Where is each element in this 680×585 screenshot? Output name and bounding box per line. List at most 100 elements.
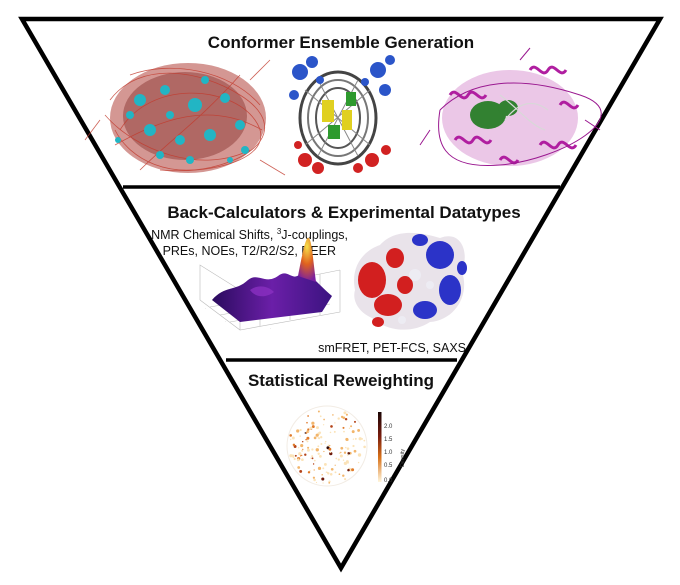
density-point bbox=[346, 447, 350, 450]
electrostatic-surface-image bbox=[354, 232, 467, 330]
density-point bbox=[342, 426, 345, 429]
density-point bbox=[311, 425, 315, 429]
density-colorbar: 2.0 1.5 1.0 0.5 0.0 Density bbox=[378, 412, 406, 484]
nmr-datatypes-line1: NMR Chemical Shifts, 3J-couplings, bbox=[151, 227, 348, 242]
density-point bbox=[322, 482, 324, 484]
density-point bbox=[293, 457, 296, 461]
section-title-back-calculators: Back-Calculators & Experimental Datatype… bbox=[167, 203, 520, 222]
density-point bbox=[343, 411, 347, 415]
density-point bbox=[347, 468, 350, 472]
density-point bbox=[301, 458, 304, 462]
density-point bbox=[345, 460, 349, 463]
density-point bbox=[306, 421, 308, 424]
colorbar-tick: 0.5 bbox=[384, 463, 393, 469]
density-point bbox=[316, 426, 319, 430]
svg-text:·: · bbox=[270, 326, 271, 331]
density-point bbox=[345, 413, 348, 416]
density-point bbox=[342, 416, 346, 420]
density-point bbox=[345, 446, 347, 449]
density-point bbox=[290, 438, 292, 441]
density-point bbox=[335, 457, 338, 460]
density-point bbox=[307, 446, 310, 449]
density-point bbox=[315, 481, 318, 484]
density-point bbox=[319, 455, 322, 458]
density-point bbox=[320, 436, 323, 439]
density-point bbox=[343, 430, 345, 433]
density-point bbox=[317, 437, 319, 439]
density-point bbox=[361, 438, 364, 440]
density-point bbox=[334, 464, 336, 466]
density-point bbox=[317, 452, 320, 455]
colorbar-ticks: 2.0 1.5 1.0 0.5 0.0 bbox=[384, 424, 393, 484]
colorbar-tick: 2.0 bbox=[384, 424, 393, 430]
density-point bbox=[324, 440, 327, 443]
colorbar-label: Density bbox=[400, 449, 406, 468]
density-point bbox=[338, 473, 341, 476]
density-point bbox=[311, 455, 314, 458]
density-point bbox=[311, 421, 315, 425]
colorbar-tick: 1.5 bbox=[384, 437, 393, 443]
density-point bbox=[346, 454, 349, 456]
nmr-datatypes-line2: PREs, NOEs, T2/R2/S2, DEER bbox=[163, 244, 336, 258]
density-point bbox=[313, 478, 316, 482]
density-point bbox=[296, 458, 300, 462]
ensemble-image-left bbox=[84, 59, 286, 176]
density-point bbox=[322, 467, 325, 470]
density-point bbox=[326, 471, 328, 474]
density-point bbox=[332, 414, 334, 416]
density-point bbox=[343, 461, 348, 466]
density-point bbox=[313, 459, 316, 462]
density-point bbox=[340, 451, 342, 454]
svg-text:·: · bbox=[205, 306, 206, 311]
density-point bbox=[322, 424, 325, 426]
density-point bbox=[307, 471, 311, 474]
density-point bbox=[353, 420, 357, 423]
density-point bbox=[347, 452, 350, 455]
density-point bbox=[351, 468, 355, 472]
density-point bbox=[306, 448, 310, 452]
density-point bbox=[337, 417, 340, 420]
density-point bbox=[345, 437, 349, 441]
density-point bbox=[334, 422, 336, 424]
density-point bbox=[292, 455, 295, 458]
density-point bbox=[310, 457, 312, 459]
density-point bbox=[329, 451, 332, 454]
density-point bbox=[328, 444, 331, 447]
density-point bbox=[312, 476, 316, 479]
colorbar-tick: 1.0 bbox=[384, 450, 393, 456]
density-point bbox=[358, 437, 362, 441]
density-point bbox=[291, 436, 295, 440]
density-point bbox=[312, 463, 315, 465]
complex-image-right bbox=[419, 47, 602, 167]
density-point bbox=[297, 446, 300, 449]
density-point bbox=[309, 426, 313, 430]
density-point bbox=[308, 430, 310, 432]
density-point bbox=[289, 454, 293, 458]
colorbar-gradient bbox=[378, 412, 382, 482]
density-point bbox=[313, 436, 317, 440]
density-point bbox=[337, 458, 340, 461]
density-point bbox=[296, 429, 300, 433]
density-point bbox=[289, 434, 293, 437]
density-point bbox=[330, 425, 333, 428]
density-point bbox=[317, 410, 320, 413]
density-point bbox=[292, 443, 296, 447]
density-point bbox=[315, 448, 319, 452]
density-point bbox=[343, 451, 347, 454]
other-datatypes-label: smFRET, PET-FCS, SAXS bbox=[318, 341, 466, 355]
density-point bbox=[311, 457, 314, 460]
pyramid-outline bbox=[18, 16, 664, 573]
density-point bbox=[321, 473, 323, 476]
density-point bbox=[324, 442, 326, 444]
density-point bbox=[298, 452, 302, 456]
density-point bbox=[315, 433, 319, 437]
density-point bbox=[357, 453, 362, 457]
density-point bbox=[304, 432, 306, 434]
density-point bbox=[357, 461, 360, 464]
density-point bbox=[340, 446, 344, 450]
density-point bbox=[301, 454, 303, 457]
density-point bbox=[311, 448, 314, 451]
svg-text:·: · bbox=[225, 319, 226, 324]
density-point bbox=[363, 439, 366, 442]
free-energy-surface-plot: · · · bbox=[199, 237, 341, 331]
